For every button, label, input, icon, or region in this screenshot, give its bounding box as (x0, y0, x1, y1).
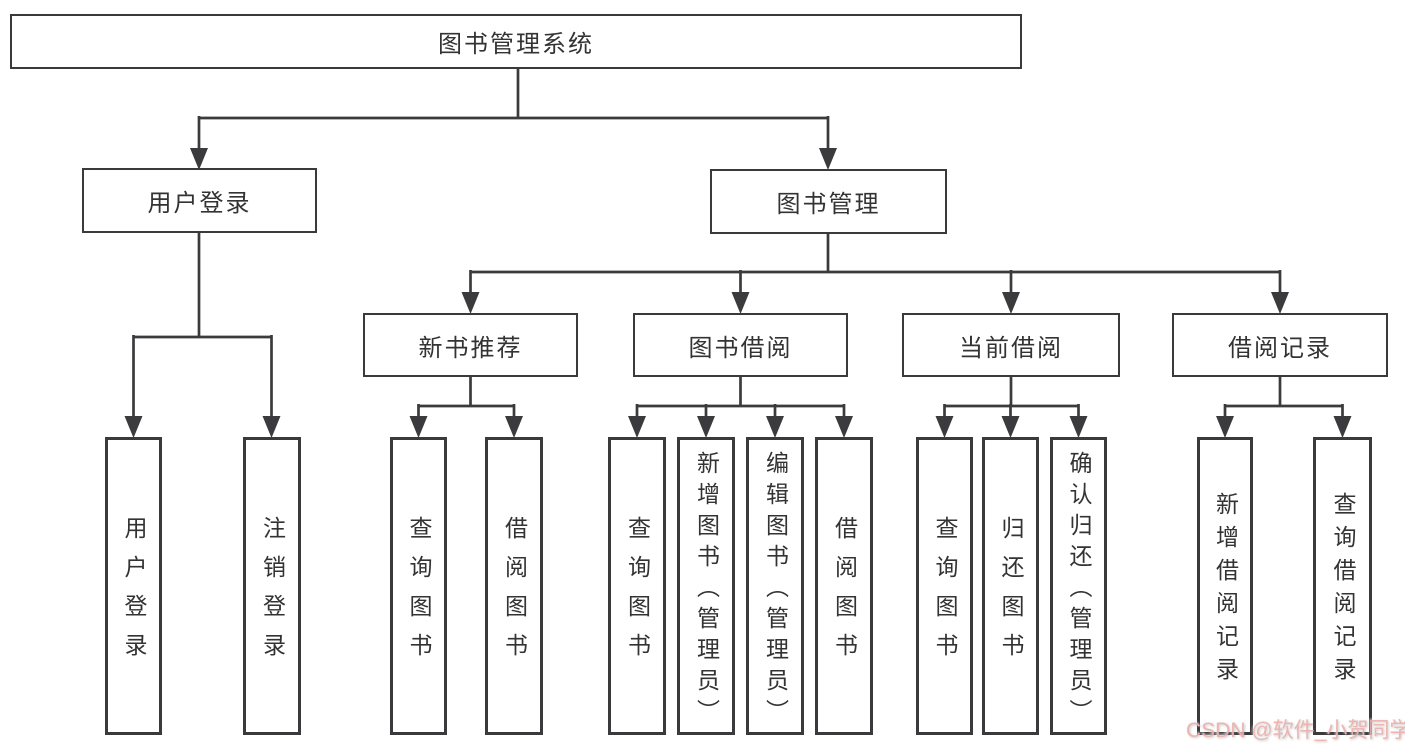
arrow-head (1216, 416, 1234, 438)
leaf-logout: 注销登录 (243, 437, 301, 735)
arrow-head (1069, 416, 1088, 438)
node-label: 借阅记录 (1228, 334, 1332, 362)
leaf-confirm-return-admin: 确认归还（管理员） (1050, 437, 1107, 735)
node-label: 当前借阅 (959, 334, 1063, 362)
leaf-label: 编辑图书（管理员） (762, 450, 789, 730)
leaf-add-books-admin: 新增图书（管理员） (677, 437, 735, 735)
leaf-label: 查询图书 (406, 516, 432, 672)
connector-current-borrowing (935, 377, 1088, 438)
arrow-head (409, 416, 428, 438)
connector-line (635, 377, 846, 418)
leaf-user-login: 用户登录 (105, 437, 162, 735)
arrow-head (1271, 292, 1289, 314)
arrow-head (819, 148, 837, 170)
arrow-head (731, 292, 750, 314)
connector-new-book-recommendation (409, 377, 523, 438)
leaf-label: 新增借阅记录 (1212, 492, 1239, 690)
arrow-head (190, 148, 208, 170)
arrow-head (1001, 416, 1020, 438)
arrow-head (697, 416, 715, 438)
node-new-book-recommendation: 新书推荐 (363, 313, 578, 377)
arrow-head (505, 416, 523, 438)
connector-line (943, 377, 1080, 418)
connector-line (132, 233, 273, 418)
node-library-management-system: 图书管理系统 (10, 14, 1022, 69)
connector-book-borrowing (628, 377, 853, 438)
leaf-edit-books-admin: 编辑图书（管理员） (746, 437, 804, 735)
leaf-query-books: 查询图书 (390, 437, 447, 735)
leaf-label: 查询图书 (932, 516, 958, 672)
node-borrowing-records: 借阅记录 (1172, 313, 1388, 377)
arrow-head (262, 416, 281, 438)
node-book-management: 图书管理 (710, 169, 947, 234)
arrow-head (766, 416, 784, 438)
arrow-head (628, 416, 646, 438)
leaf-add-borrow-record: 新增借阅记录 (1197, 437, 1253, 735)
node-current-borrowing: 当前借阅 (902, 313, 1120, 377)
leaf-label: 查询借阅记录 (1330, 492, 1356, 690)
leaf-label: 新增图书（管理员） (693, 450, 720, 730)
watermark-text: CSDN @软件_小贺同学 (1186, 719, 1405, 742)
leaf-query-books: 查询图书 (916, 437, 973, 735)
node-label: 图书管理 (776, 191, 881, 218)
leaf-borrow-books: 借阅图书 (815, 437, 873, 735)
arrow-head (461, 292, 480, 314)
arrow-head (124, 416, 143, 438)
connector-line (1223, 377, 1344, 418)
node-user-login: 用户登录 (82, 168, 317, 233)
node-label: 图书借阅 (688, 334, 793, 362)
leaf-label: 用户登录 (121, 516, 147, 672)
connector-root (190, 69, 837, 170)
connector-user-login (124, 233, 281, 438)
connector-line (197, 69, 830, 150)
connector-line (417, 377, 516, 418)
leaf-return-books: 归还图书 (982, 437, 1039, 735)
node-label: 用户登录 (147, 190, 252, 217)
arrow-head (1002, 292, 1020, 314)
leaf-label: 查询图书 (624, 516, 651, 672)
arrow-head (935, 416, 954, 438)
connector-borrowing-records (1216, 377, 1352, 438)
node-label: 图书管理系统 (438, 31, 594, 58)
leaf-label: 借阅图书 (831, 516, 858, 672)
leaf-query-books: 查询图书 (608, 437, 666, 735)
leaf-label: 归还图书 (998, 516, 1024, 672)
leaf-borrow-books: 借阅图书 (485, 437, 543, 735)
connector-book-management (461, 234, 1289, 314)
leaf-label: 注销登录 (259, 516, 286, 672)
arrow-head (835, 416, 853, 438)
leaf-label: 借阅图书 (501, 516, 528, 672)
leaf-label: 确认归还（管理员） (1066, 450, 1092, 730)
connector-line (469, 234, 1282, 294)
node-book-borrowing: 图书借阅 (633, 313, 848, 377)
arrow-head (1333, 416, 1352, 438)
leaf-query-borrow-record: 查询借阅记录 (1313, 437, 1372, 735)
node-label: 新书推荐 (418, 334, 523, 362)
